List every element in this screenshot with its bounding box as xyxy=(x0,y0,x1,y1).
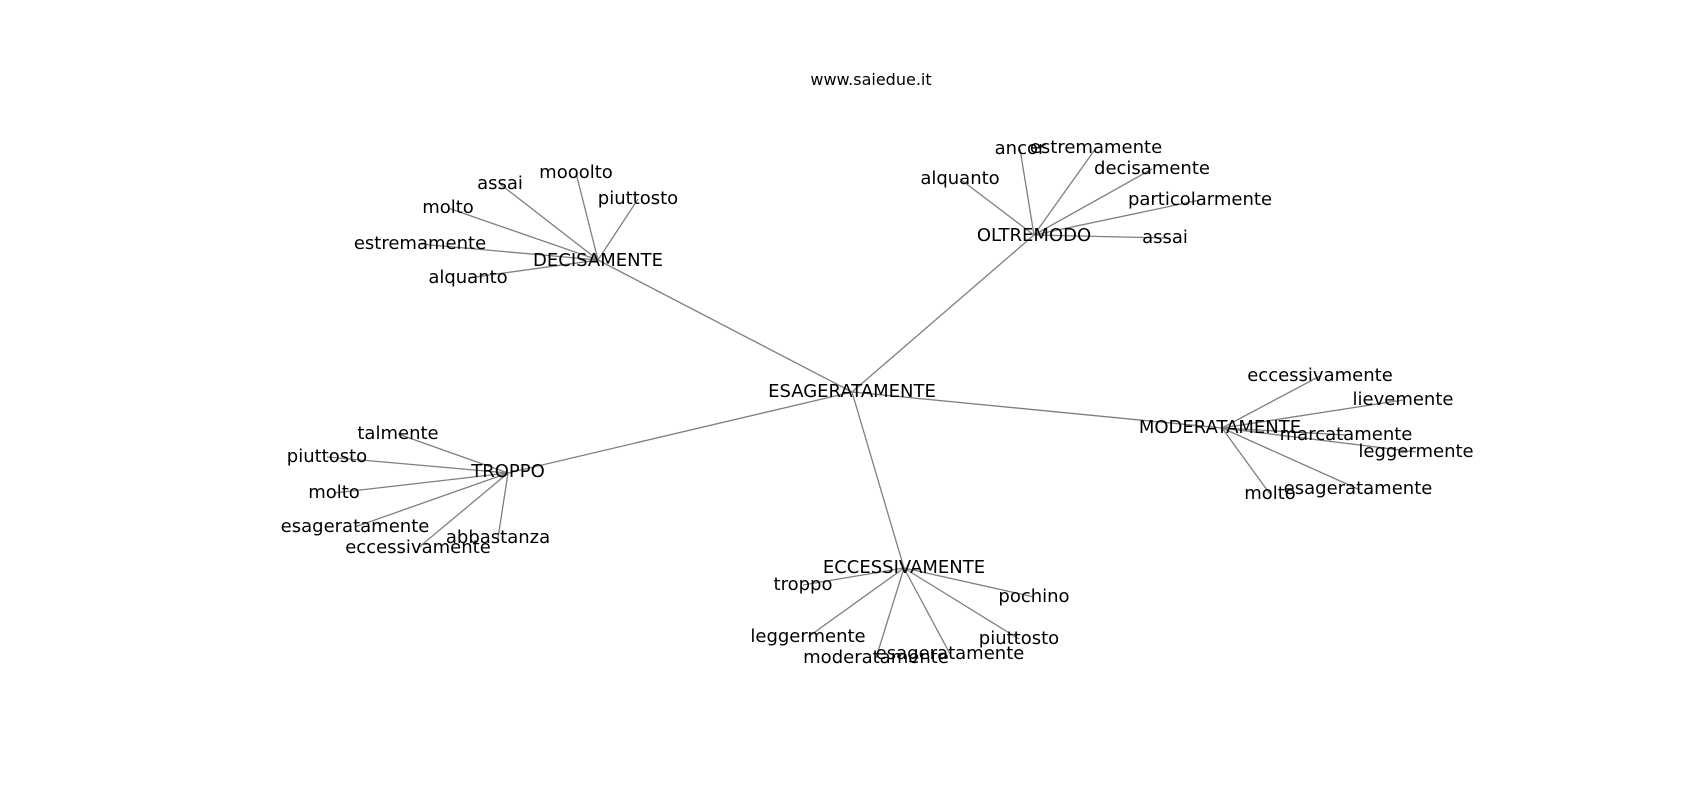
edge-hub-to-leaf xyxy=(1221,427,1347,436)
leaf-node-label: ancor xyxy=(995,138,1046,159)
hub-node-label: TROPPO xyxy=(470,461,545,482)
leaf-node-label: assai xyxy=(477,173,523,194)
edge-hub-to-leaf xyxy=(326,456,509,474)
leaf-node-label: molto xyxy=(422,197,474,218)
edge-root-to-hub xyxy=(597,259,853,393)
edge-hub-to-leaf xyxy=(1221,427,1417,453)
leaf-node-label: eccessivamente xyxy=(345,537,491,558)
leaf-node-label: marcatamente xyxy=(1280,424,1413,445)
leaf-node-label: esageratamente xyxy=(281,516,430,537)
edge-hub-to-leaf xyxy=(1221,375,1321,429)
leaf-node-label: particolarmente xyxy=(1128,189,1272,210)
leaf-node-label: piuttosto xyxy=(979,628,1059,649)
edge-hub-to-leaf xyxy=(447,207,599,261)
hub-node-label: ECCESSIVAMENTE xyxy=(823,557,985,578)
leaf-node-label: abbastanza xyxy=(446,527,550,548)
edge-hub-to-leaf xyxy=(1019,148,1035,236)
edge-hub-to-leaf xyxy=(1221,427,1359,490)
edge-hub-to-leaf xyxy=(875,567,905,659)
edge-hub-to-leaf xyxy=(1221,399,1404,429)
leaf-node-label: leggermente xyxy=(750,626,865,647)
leaf-node-label: alquanto xyxy=(920,168,999,189)
edge-hub-to-leaf xyxy=(1033,147,1097,236)
leaf-node-label: estremamente xyxy=(354,233,486,254)
edge-hub-to-leaf xyxy=(597,198,639,261)
leaf-node-label: mooolto xyxy=(539,162,613,183)
site-watermark: www.saiedue.it xyxy=(810,70,932,89)
edge-hub-to-leaf xyxy=(575,172,599,261)
edge-hub-to-leaf xyxy=(959,178,1035,236)
leaf-node-label: lievemente xyxy=(1353,389,1454,410)
edge-hub-to-leaf xyxy=(417,472,509,549)
leaf-node-label: decisamente xyxy=(1094,158,1210,179)
leaf-node-label: pochino xyxy=(998,586,1069,607)
leaf-node-label: talmente xyxy=(357,423,438,444)
leaf-node-label: assai xyxy=(1142,227,1188,248)
leaf-node-label: alquanto xyxy=(428,267,507,288)
edge-root-to-hub xyxy=(851,391,1223,429)
edge-hub-to-leaf xyxy=(397,433,509,474)
leaf-node-label: molto xyxy=(308,482,360,503)
edge-root-to-hub xyxy=(851,234,1035,393)
leaf-node-label: piuttosto xyxy=(287,446,367,467)
edge-hub-to-leaf xyxy=(1033,168,1153,236)
edge-hub-to-leaf xyxy=(467,259,599,279)
edge-hub-to-leaf xyxy=(333,472,509,494)
edge-hub-to-leaf xyxy=(419,243,599,261)
leaf-node-label: troppo xyxy=(774,574,833,595)
leaf-node-label: leggermente xyxy=(1358,441,1473,462)
edge-hub-to-leaf xyxy=(1221,427,1271,495)
labels-layer: ESAGERATAMENTE DECISAMENTE mooolto assai piu… xyxy=(281,137,1474,668)
edge-root-to-hub xyxy=(851,391,905,569)
edge-hub-to-leaf xyxy=(497,472,509,539)
edge-hub-to-leaf xyxy=(807,567,905,638)
leaf-node-label: esageratamente xyxy=(1284,478,1433,499)
hub-node-label: MODERATAMENTE xyxy=(1139,417,1301,438)
hub-node-label: DECISAMENTE xyxy=(533,250,663,271)
root-node-label: ESAGERATAMENTE xyxy=(768,381,936,402)
leaf-node-label: esageratamente xyxy=(876,643,1025,664)
edge-root-to-hub xyxy=(507,391,853,474)
edge-hub-to-leaf xyxy=(1033,234,1166,239)
hub-node-label: OLTREMODO xyxy=(977,225,1091,246)
edges-layer xyxy=(326,147,1417,659)
leaf-node-label: molto xyxy=(1244,483,1296,504)
edge-hub-to-leaf xyxy=(903,567,1035,598)
edge-hub-to-leaf xyxy=(802,567,905,586)
edge-hub-to-leaf xyxy=(354,472,509,528)
edge-hub-to-leaf xyxy=(1033,199,1201,236)
leaf-node-label: estremamente xyxy=(1030,137,1162,158)
leaf-node-label: moderatamente xyxy=(803,647,949,668)
edge-hub-to-leaf xyxy=(903,567,1020,640)
edge-hub-to-leaf xyxy=(903,567,951,655)
leaf-node-label: eccessivamente xyxy=(1247,365,1393,386)
leaf-node-label: piuttosto xyxy=(598,188,678,209)
edge-hub-to-leaf xyxy=(499,183,599,261)
